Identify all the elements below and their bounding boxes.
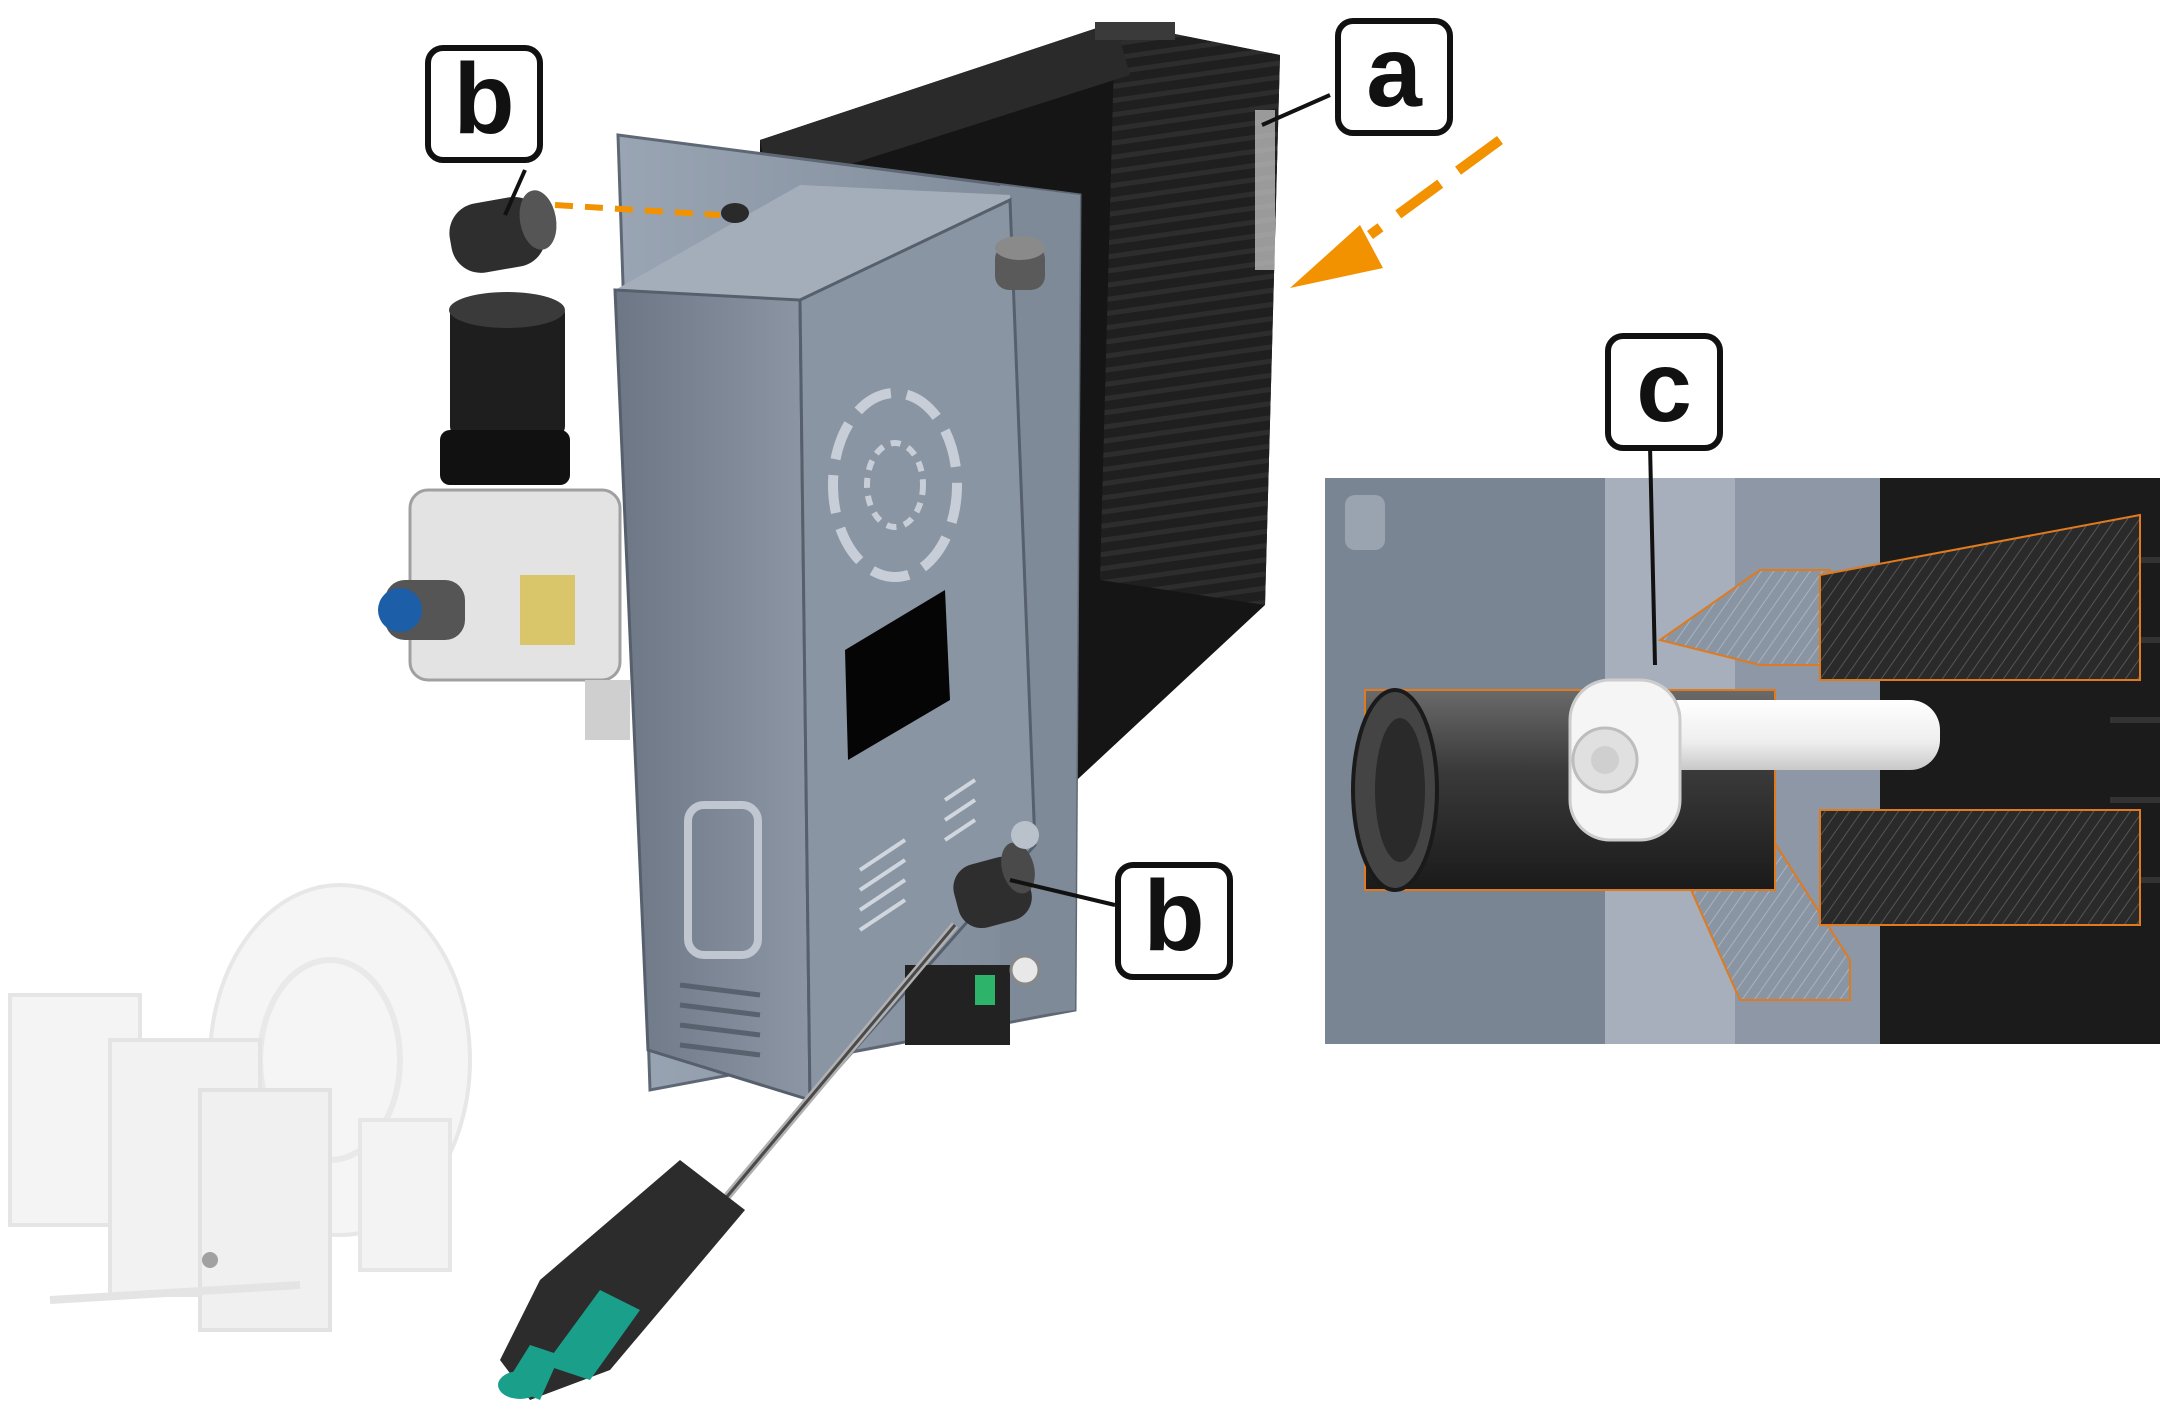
- callout-c-label: c: [1636, 331, 1692, 443]
- callout-c: c: [1605, 333, 1723, 451]
- fan-grille: [828, 388, 962, 582]
- leader-lines: [503, 93, 1657, 907]
- side-handle: [684, 801, 762, 959]
- spacer-bottom: [953, 821, 1039, 929]
- callout-b-top-label: b: [453, 43, 515, 155]
- callout-a: a: [1335, 18, 1453, 136]
- insert-arrow: [1290, 135, 1503, 288]
- display-window: [845, 590, 950, 760]
- ghost-wire-feeder: [8, 883, 472, 1332]
- callout-b-bottom: b: [1115, 862, 1233, 980]
- connector-block: [905, 954, 1041, 1045]
- side-vents: [679, 982, 761, 1058]
- callout-b-bottom-label: b: [1143, 860, 1205, 972]
- cap-screw: [1568, 678, 1940, 842]
- callout-b-top: b: [425, 45, 543, 163]
- detail-cutaway: [1325, 478, 2160, 1044]
- callout-a-label: a: [1366, 16, 1422, 128]
- pressure-regulator: [378, 292, 630, 740]
- spacer-top: [449, 190, 749, 273]
- vent-slots-lower: [858, 778, 977, 932]
- screwdriver: [498, 922, 959, 1400]
- top-stud: [995, 236, 1045, 290]
